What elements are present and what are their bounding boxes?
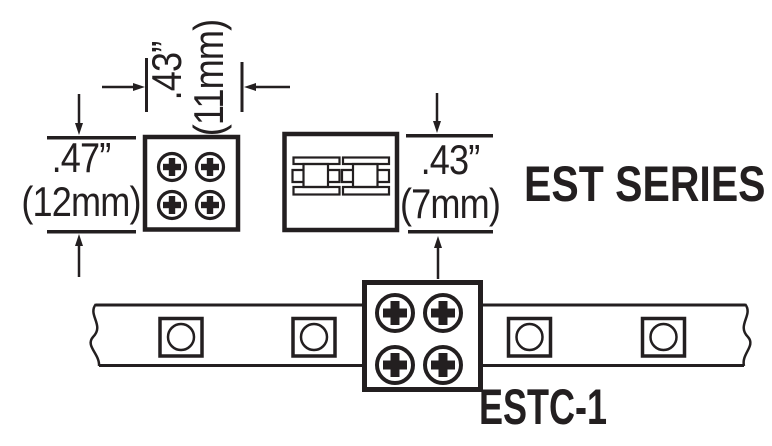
connector-on-strip — [362, 280, 483, 392]
dimension-left-height — [47, 94, 136, 277]
led-pad — [506, 316, 553, 358]
arrow-left-icon — [244, 83, 256, 91]
dimension-top-width-metric: (11mm) — [185, 19, 232, 137]
arrow-up-icon — [434, 236, 442, 248]
dimension-right-thickness-inches: .43” — [420, 136, 481, 183]
connector-top-view — [142, 134, 241, 232]
phillips-screw-icon — [375, 293, 415, 333]
led-pads — [158, 316, 687, 358]
arrow-down-icon — [75, 123, 83, 135]
clamp-profile — [340, 156, 391, 196]
dimension-top-width-inches: .43” — [143, 41, 190, 101]
dimension-left-height-inches: .47” — [51, 134, 112, 181]
dimension-right-thickness-label: .43” (7mm) — [386, 138, 515, 226]
arrow-down-icon — [433, 121, 441, 133]
phillips-screw-icon — [194, 189, 226, 221]
clamp-profile — [291, 156, 341, 196]
model-label: ESTC-1 — [479, 379, 608, 435]
phillips-screw-icon — [375, 345, 415, 385]
series-title: EST SERIES — [524, 156, 766, 212]
dimension-right-thickness-metric: (7mm) — [399, 180, 501, 227]
arrow-up-icon — [75, 234, 83, 246]
break-line-right — [742, 303, 752, 367]
phillips-screw-icon — [423, 293, 463, 333]
led-pad — [291, 316, 337, 358]
led-pad — [640, 316, 687, 358]
break-line-left — [89, 303, 101, 367]
dimension-left-height-label: .47” (12mm) — [17, 136, 146, 224]
dimension-right-thickness — [406, 93, 493, 279]
phillips-screw-icon — [423, 345, 463, 385]
dimension-left-height-metric: (12mm) — [21, 178, 141, 225]
phillips-screw-icon — [156, 189, 188, 221]
phillips-screw-icon — [156, 151, 188, 183]
dimension-top-width — [102, 58, 290, 112]
led-pad — [158, 316, 204, 358]
phillips-screw-icon — [194, 151, 226, 183]
arrow-right-icon — [133, 83, 145, 91]
connector-side-view — [282, 131, 400, 233]
